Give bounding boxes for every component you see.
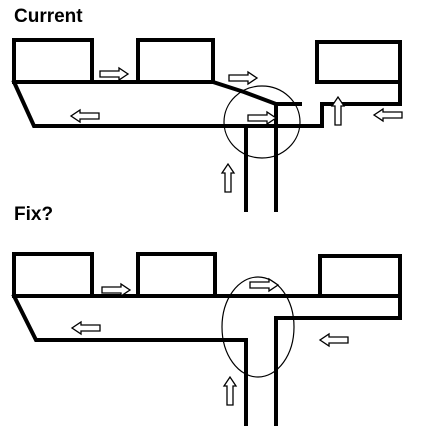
current-room-1 (12, 38, 94, 84)
current-title: Current (14, 6, 83, 27)
arrow-left-icon (319, 333, 349, 347)
fix-junction-circle (221, 276, 295, 378)
arrow-up-icon (221, 163, 235, 193)
fix-room-2 (136, 252, 217, 298)
fix-title: Fix? (14, 204, 53, 225)
arrow-left-icon (70, 109, 100, 123)
current-problem-circle (223, 85, 301, 159)
arrow-up-icon (331, 96, 345, 126)
fix-room-1 (12, 252, 94, 298)
current-room-2 (136, 38, 215, 84)
arrow-right-icon (249, 278, 279, 292)
arrow-right-icon (228, 71, 258, 85)
current-ductwork (11, 79, 402, 212)
arrow-left-icon (373, 108, 403, 122)
fix-room-3 (318, 254, 402, 298)
arrow-left-icon (71, 321, 101, 335)
arrow-right-icon (99, 67, 129, 81)
fix-section: Fix? (11, 204, 402, 426)
arrow-right-icon (247, 111, 277, 125)
fix-ductwork (11, 293, 402, 426)
arrow-up-icon (223, 376, 237, 406)
current-section: Current (11, 6, 403, 212)
current-room-3 (315, 40, 402, 84)
